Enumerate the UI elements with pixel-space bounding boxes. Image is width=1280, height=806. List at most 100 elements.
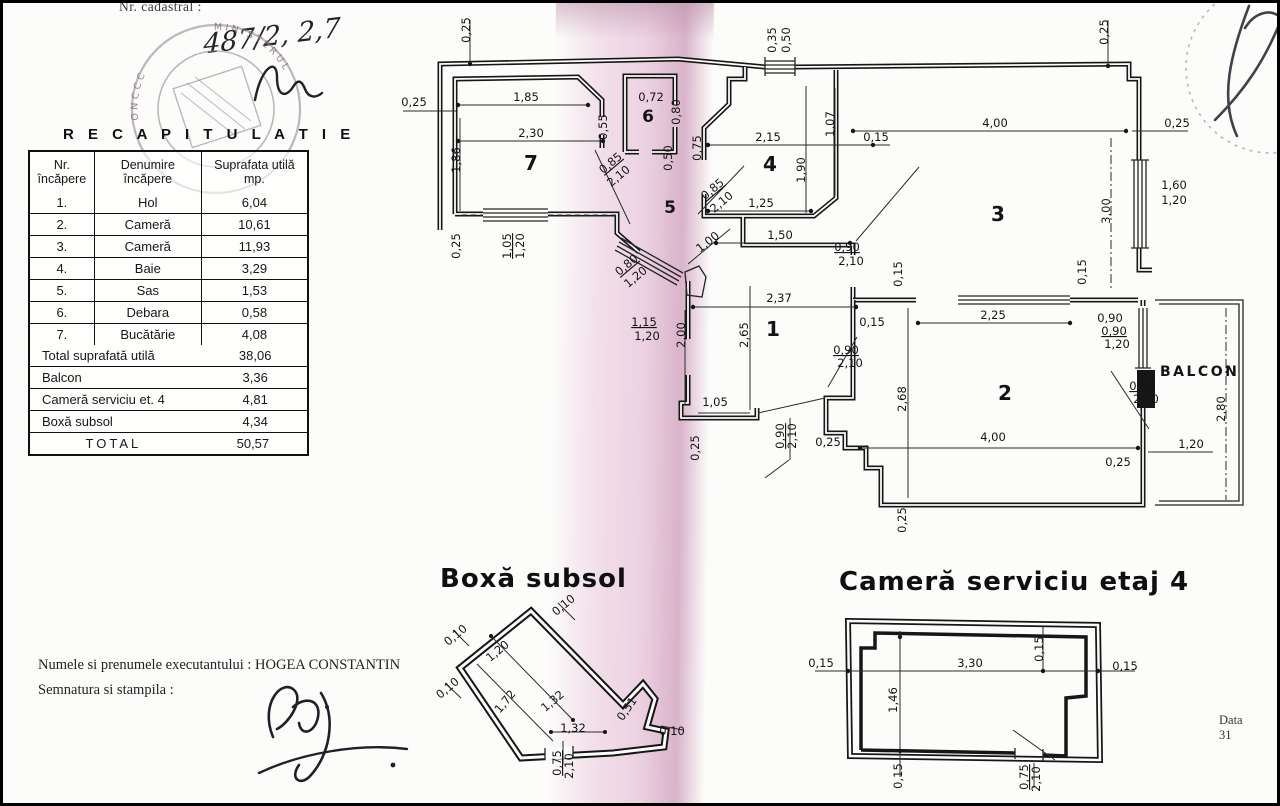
dimension-label: 1,15 xyxy=(631,315,657,329)
cell-nr: 1. xyxy=(30,192,95,213)
cell-name: Cameră xyxy=(95,236,202,257)
cell-nr: 6. xyxy=(30,302,95,323)
dimension-label: 2,10 xyxy=(562,753,576,779)
dimension-label: 1,86 xyxy=(449,147,463,173)
cell-nr: 4. xyxy=(30,258,95,279)
camera4-inner-wall xyxy=(859,631,1088,758)
dimension-label: 0,50 xyxy=(779,27,793,53)
table-header-row: Nr. încăpere Denumire încăpere Suprafata… xyxy=(30,152,307,192)
signature-bottom xyxy=(257,685,409,783)
summary-label: Total suprafată utilă xyxy=(42,348,155,363)
dimension-label: 1,25 xyxy=(748,196,774,210)
dimension-label: 2,10 xyxy=(837,356,863,370)
dimension-label: 0,25 xyxy=(815,435,841,449)
dimension-label: 1,07 xyxy=(823,111,837,137)
recap-table: Nr. încăpere Denumire încăpere Suprafata… xyxy=(28,150,309,456)
dimension-label: 1,20 xyxy=(1161,193,1187,207)
room-sm-label: 6 xyxy=(642,107,654,127)
table-row: 1.Hol 6,04 xyxy=(30,192,307,213)
table-body: 1.Hol 6,04 2.Cameră 10,61 3.Cameră 11,93 4.Bai… xyxy=(30,192,307,345)
room-label: 3 xyxy=(991,202,1005,226)
dimension-label: 1,05 xyxy=(500,233,514,259)
door-jamb xyxy=(684,265,707,298)
summary-label: Boxă subsol xyxy=(42,414,113,429)
room-sm-label: 5 xyxy=(664,198,676,218)
dimension-label: 0,25 xyxy=(1164,116,1190,130)
dimension-label: 0,15 xyxy=(808,656,834,670)
cell-name: Bucătărie xyxy=(95,324,202,345)
dimension-label: 3,30 xyxy=(957,656,983,670)
cell-name: Cameră xyxy=(95,214,202,235)
dimension-label: 1,85 xyxy=(513,90,539,104)
camera4-dim-dots xyxy=(845,634,1101,754)
cell-nr: 2. xyxy=(30,214,95,235)
dimension-label: 0,15 xyxy=(859,315,885,329)
wall-pier xyxy=(1137,370,1155,408)
dimension-label: 1,50 xyxy=(767,228,793,242)
dimension-label: 0,25 xyxy=(1097,19,1111,45)
dimension-label: 2,65 xyxy=(737,322,751,348)
stamp-arc-text-2: ONCCC xyxy=(129,69,145,121)
date-label: Data xyxy=(1219,713,1243,727)
dimension-label: 1,20 xyxy=(1104,337,1130,351)
window-right xyxy=(1131,159,1149,249)
dimension-label: 1,20 xyxy=(483,637,512,664)
signature-top-left xyxy=(253,65,324,102)
dimension-label: 0,15 xyxy=(1112,659,1138,673)
cell-area: 6,04 xyxy=(241,195,268,210)
dimension-label: 0,25 xyxy=(449,233,463,259)
recap-title: R E C A P I T U L A T I E xyxy=(63,126,356,143)
dimension-label: 2,68 xyxy=(895,386,909,412)
room-label: 7 xyxy=(524,151,538,175)
cell-name: Hol xyxy=(95,192,202,213)
dimension-label: 3,00 xyxy=(1099,198,1113,224)
col-header-denumire: Denumire încăpere xyxy=(95,152,202,192)
cell-nr: 5. xyxy=(30,280,95,301)
dimension-label: 1,05 xyxy=(702,395,728,409)
dimension-label: 0,25 xyxy=(1105,455,1131,469)
dimension-label: 2,10 xyxy=(838,254,864,268)
cell-nr: 3. xyxy=(30,236,95,257)
svg-text:ONCCC: ONCCC xyxy=(129,69,148,121)
dimension-label: 1,20 xyxy=(513,233,527,259)
dimension-label: 2,30 xyxy=(518,126,544,140)
room-label: 4 xyxy=(763,152,777,176)
summary-value: 50,57 xyxy=(236,436,270,451)
balcon-label: BALCON xyxy=(1160,364,1239,380)
col-header-nr: Nr. încăpere xyxy=(30,152,95,192)
dimension-label: 1,32 xyxy=(560,721,586,735)
col-header-suprafata: Suprafata utilă mp. xyxy=(214,157,295,186)
executant-block: Numele si prenumele executantului : HOGE… xyxy=(38,653,400,704)
dimension-lines xyxy=(403,20,1213,498)
dimension-label: 0,25 xyxy=(895,507,909,533)
dimension-label: 0,72 xyxy=(638,90,664,104)
boxa-door-gap xyxy=(544,746,574,761)
dimension-label: 0,10 xyxy=(441,621,470,648)
dimension-label: 0,15 xyxy=(863,130,889,144)
dimension-label: 0,10 xyxy=(659,724,685,738)
boxa-title: Boxă subsol xyxy=(440,564,627,594)
dimension-label: 0,80 xyxy=(1129,379,1155,393)
dimension-label: 1,00 xyxy=(693,228,722,255)
dimension-label: 0,15 xyxy=(1075,259,1089,285)
cell-area: 11,93 xyxy=(238,239,271,254)
cell-area: 3,29 xyxy=(241,261,268,276)
cell-name: Baie xyxy=(95,258,202,279)
dimension-label: 0,10 xyxy=(549,591,578,618)
dimension-label: 4,00 xyxy=(982,116,1008,130)
date-field: Data 31 xyxy=(1219,713,1277,743)
cell-area: 10,61 xyxy=(238,217,271,232)
summary-value: 4,81 xyxy=(242,392,268,407)
camera4-dim-lines xyxy=(815,627,1135,788)
table-row: 2.Cameră 10,61 xyxy=(30,213,307,235)
dimension-label: 1,90 xyxy=(794,157,808,183)
dimension-label: 0,90 xyxy=(834,240,860,254)
dimension-label: 0,80 xyxy=(669,99,683,125)
